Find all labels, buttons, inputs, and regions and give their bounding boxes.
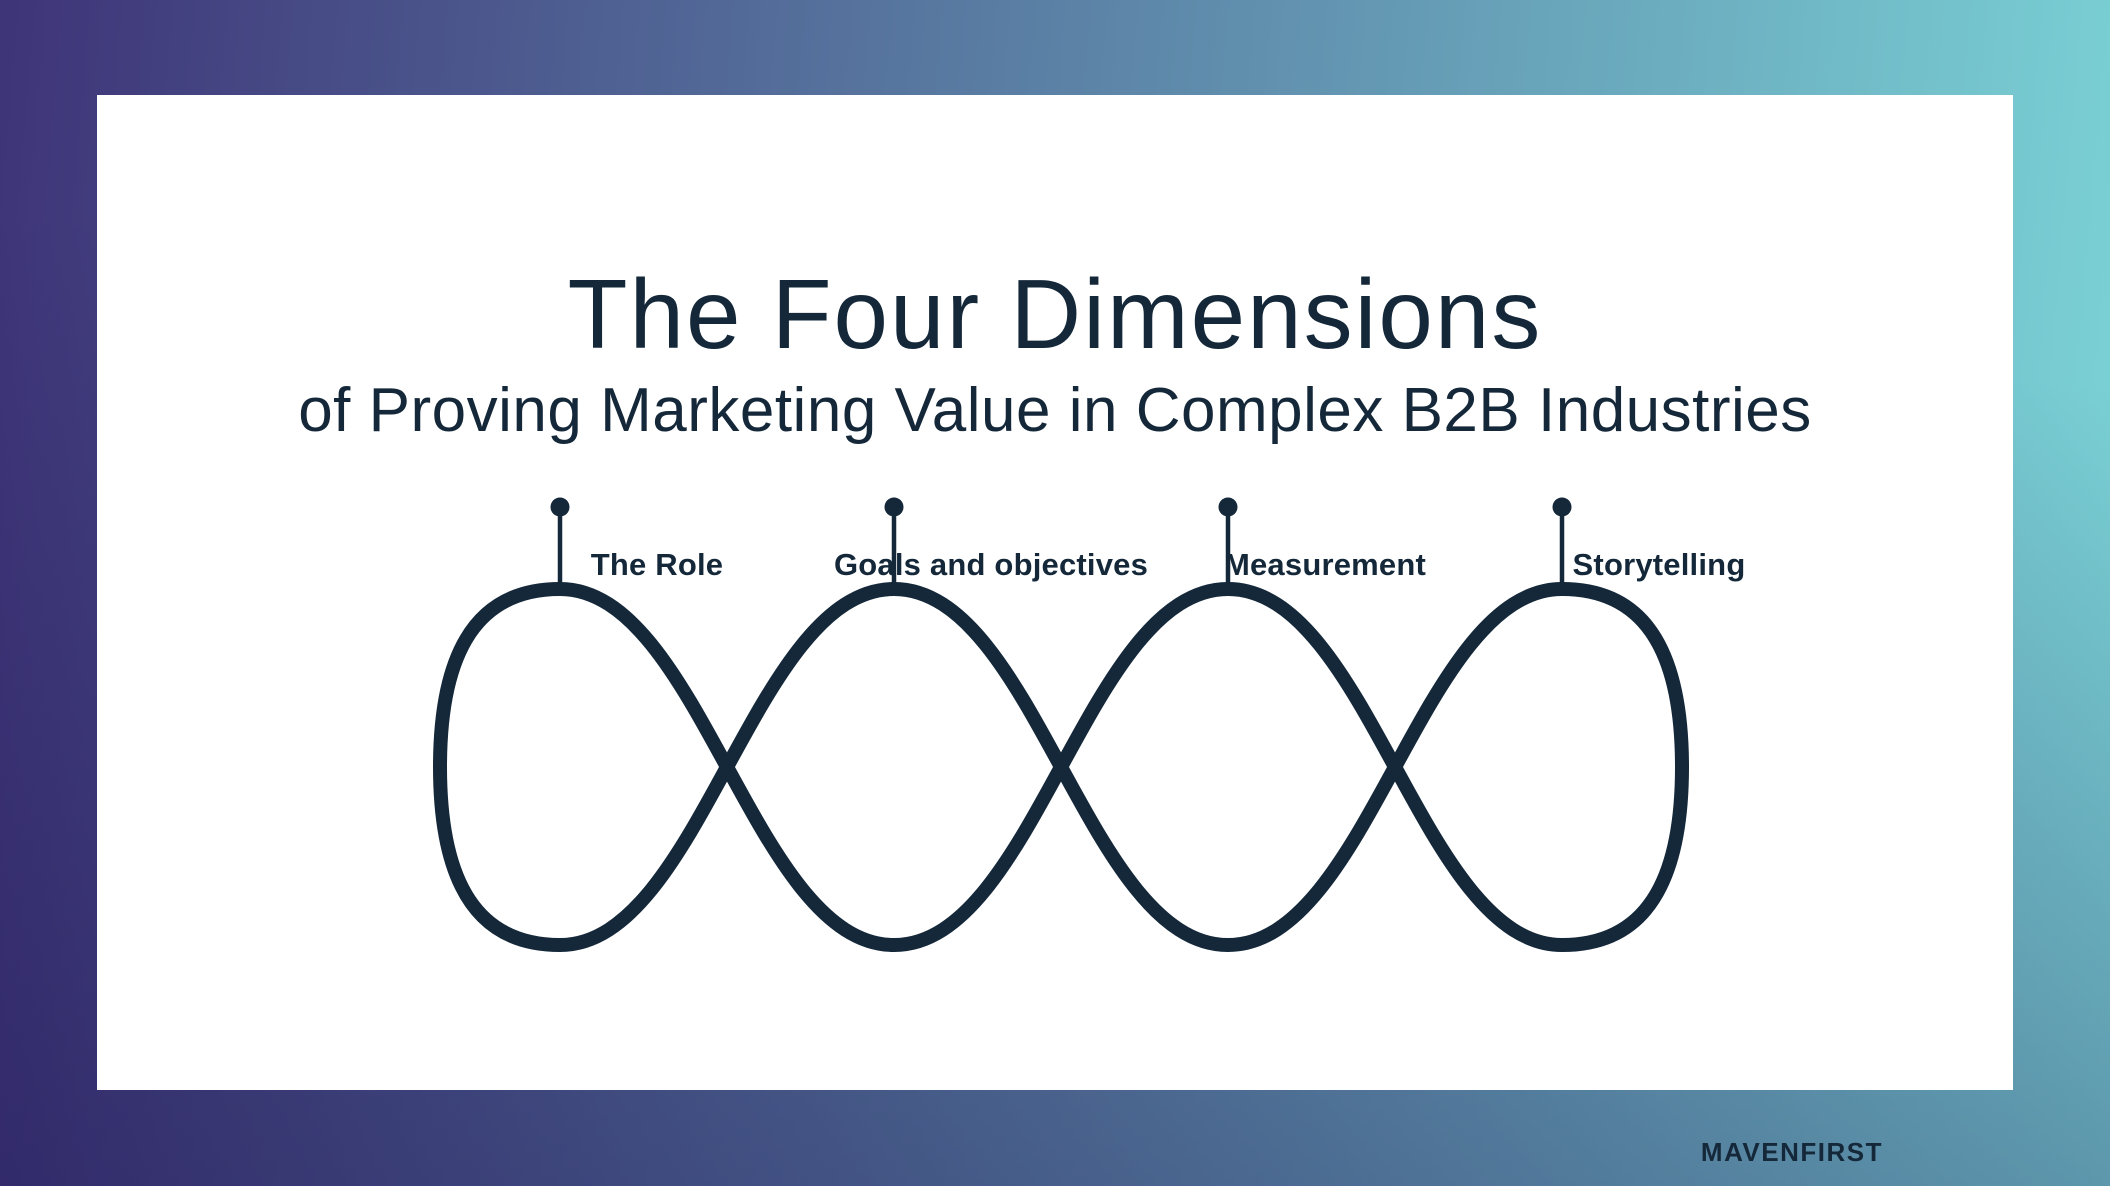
dimension-label-measurement: Measurement — [1223, 547, 1427, 582]
dimension-label-storytelling: Storytelling — [1572, 547, 1746, 582]
dimension-label-goals-and-objectives: Goals and objectives — [833, 547, 1149, 582]
slide-subtitle: of Proving Marketing Value in Complex B2… — [298, 376, 1812, 445]
slide-card: The Four Dimensions of Proving Marketing… — [97, 95, 2013, 1167]
slide-title: The Four Dimensions — [567, 259, 1543, 369]
brand-logo: MAVENFIRST — [1700, 1137, 1883, 1167]
dimension-label-the-role: The Role — [590, 547, 724, 582]
